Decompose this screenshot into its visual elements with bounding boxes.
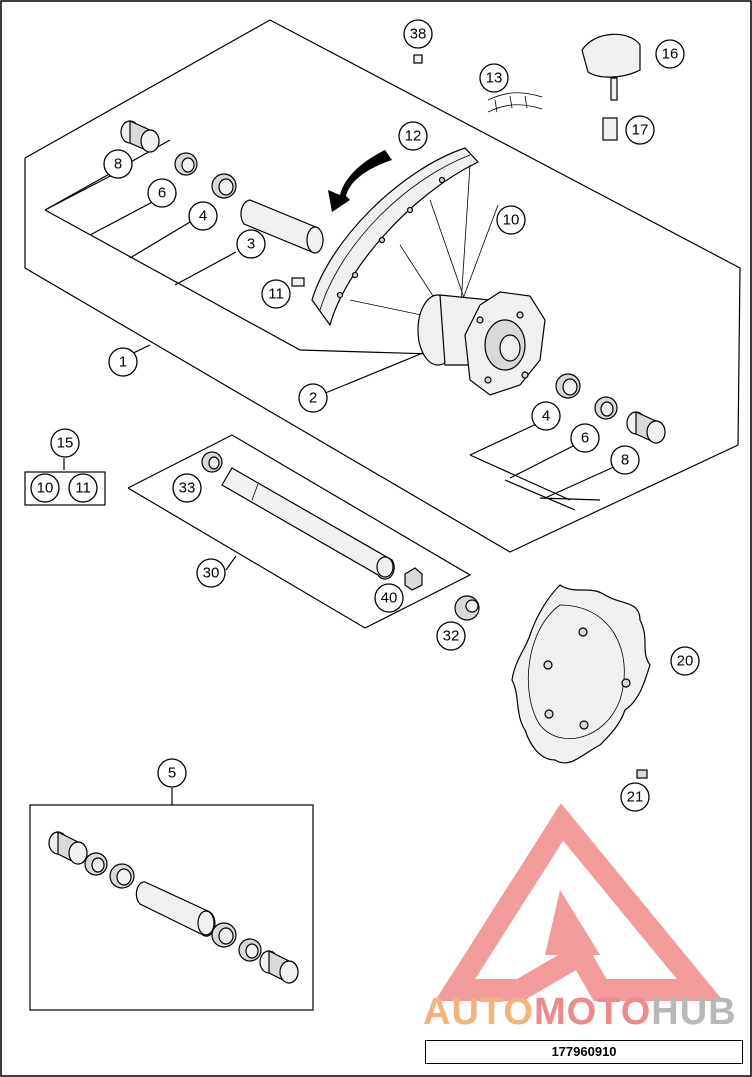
callout-10-top: 10 bbox=[496, 205, 526, 235]
callout-40: 40 bbox=[374, 583, 404, 613]
callout-label: 40 bbox=[381, 590, 398, 607]
bearing-part-4-bottom bbox=[555, 373, 581, 399]
callout-label: 33 bbox=[179, 480, 196, 497]
callout-label: 3 bbox=[247, 236, 255, 253]
callout-6-top: 6 bbox=[147, 178, 177, 208]
callout-2: 2 bbox=[298, 383, 328, 413]
wheel-rim-part-2 bbox=[311, 147, 479, 327]
callout-label: 10 bbox=[503, 212, 520, 229]
callout-label: 16 bbox=[662, 46, 679, 63]
collar-nut-part-32 bbox=[454, 595, 480, 621]
logo-text-hub: HUB bbox=[651, 991, 737, 1033]
callout-32: 32 bbox=[436, 621, 466, 651]
callout-4-top: 4 bbox=[188, 201, 218, 231]
spacer-part-8-bottom bbox=[626, 411, 666, 444]
spokes-part-10 bbox=[349, 164, 499, 331]
callout-30: 30 bbox=[196, 558, 226, 588]
valve-cap-part-38 bbox=[413, 54, 423, 64]
brake-disc-part-20 bbox=[511, 584, 651, 764]
spoke-set-box-15 bbox=[24, 471, 106, 506]
callout-label: 12 bbox=[405, 128, 422, 145]
watermark-logo-text: AUTOMOTOHUB bbox=[423, 992, 745, 1032]
callout-3: 3 bbox=[236, 229, 266, 259]
callout-label: 6 bbox=[158, 185, 166, 202]
callout-11-top: 11 bbox=[261, 279, 291, 309]
callout-33: 33 bbox=[172, 473, 202, 503]
callout-label: 5 bbox=[168, 765, 176, 782]
callout-17: 17 bbox=[625, 115, 655, 145]
valve-part-16 bbox=[581, 33, 641, 101]
callout-20: 20 bbox=[670, 646, 700, 676]
nut-part-40 bbox=[404, 567, 423, 591]
callout-11-set: 11 bbox=[68, 473, 98, 503]
drawing-number-box: 177960910 bbox=[425, 1040, 743, 1064]
callout-label: 21 bbox=[627, 789, 644, 806]
callout-4-bottom: 4 bbox=[531, 401, 561, 431]
callout-label: 4 bbox=[199, 208, 207, 225]
callout-label: 1 bbox=[119, 354, 127, 371]
callout-label: 8 bbox=[621, 452, 629, 469]
watermark-logo-mark bbox=[434, 803, 724, 1001]
callout-10-set: 10 bbox=[30, 473, 60, 503]
callout-label: 13 bbox=[486, 70, 503, 87]
callout-label: 8 bbox=[114, 156, 122, 173]
callout-12: 12 bbox=[398, 121, 428, 151]
callout-6-bottom: 6 bbox=[570, 423, 600, 453]
logo-text-auto: AUTO bbox=[423, 991, 534, 1033]
callout-8-bottom: 8 bbox=[610, 445, 640, 475]
callout-21: 21 bbox=[620, 782, 650, 812]
spacer-part-8-top bbox=[120, 120, 160, 153]
nipple-part-11 bbox=[291, 277, 305, 287]
callout-label: 17 bbox=[632, 122, 649, 139]
callout-label: 11 bbox=[75, 480, 91, 497]
spacer-part-33 bbox=[201, 451, 223, 473]
callout-label: 4 bbox=[542, 408, 550, 425]
bearing-kit-frame-5 bbox=[29, 804, 314, 1011]
sleeve-part-3 bbox=[240, 199, 324, 254]
callout-15: 15 bbox=[50, 428, 80, 458]
callout-label: 38 bbox=[410, 26, 427, 43]
callout-label: 2 bbox=[309, 390, 317, 407]
callout-label: 20 bbox=[677, 653, 694, 670]
callout-16: 16 bbox=[655, 39, 685, 69]
callout-13: 13 bbox=[479, 63, 509, 93]
callout-label: 11 bbox=[268, 286, 284, 303]
axle-group-frame-30 bbox=[127, 434, 472, 629]
seal-part-6-top bbox=[174, 152, 198, 176]
screw-part-21 bbox=[636, 769, 648, 779]
callout-38: 38 bbox=[403, 19, 433, 49]
rotation-arrow-part-12 bbox=[328, 150, 392, 212]
hub-part bbox=[417, 291, 546, 396]
callout-label: 15 bbox=[57, 435, 74, 452]
callout-8-top: 8 bbox=[103, 149, 133, 179]
rim-tape-part-13 bbox=[487, 92, 543, 113]
kit-parts-5 bbox=[48, 831, 299, 984]
nut-part-17 bbox=[602, 117, 618, 141]
axle-part-30 bbox=[221, 467, 395, 580]
callout-label: 10 bbox=[37, 480, 54, 497]
seal-part-6-bottom bbox=[594, 396, 618, 420]
callout-1: 1 bbox=[108, 347, 138, 377]
callout-5: 5 bbox=[157, 758, 187, 788]
callout-label: 6 bbox=[581, 430, 589, 447]
callout-label: 30 bbox=[203, 565, 220, 582]
callout-label: 32 bbox=[443, 628, 460, 645]
bearing-part-4-top bbox=[211, 173, 237, 199]
logo-text-moto: MOTO bbox=[533, 991, 652, 1033]
